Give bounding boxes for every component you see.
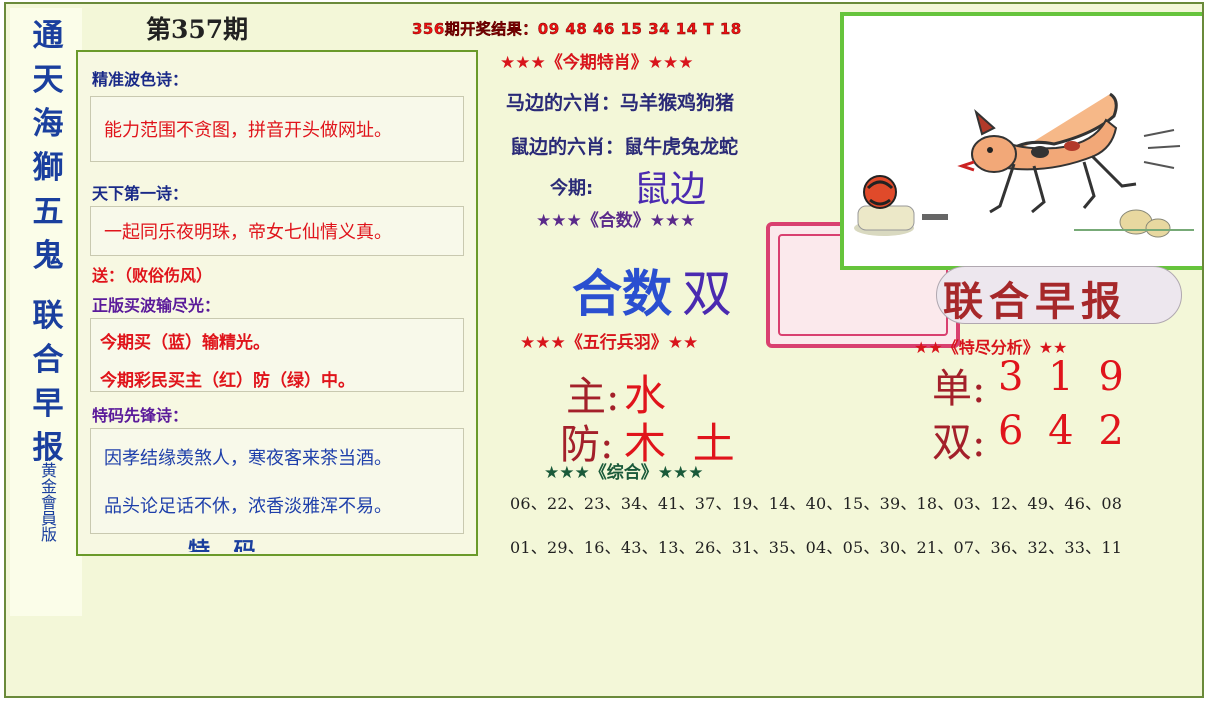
heading-first-poem: 天下第一诗： xyxy=(92,184,189,203)
main-element: 水 xyxy=(624,371,667,420)
vertical-subtitle: 黄金會員版 xyxy=(38,462,57,542)
heading-wave-poem: 精准波色诗： xyxy=(92,70,189,89)
poem-box xyxy=(90,318,464,392)
poem-box xyxy=(90,428,464,534)
odd-label: 单: xyxy=(932,366,986,412)
lianhe-logo-banner: 联合早报 xyxy=(936,266,1182,325)
sum-label: 合数 xyxy=(572,264,672,323)
buy-line-1: 今期买（蓝）输精光。 xyxy=(100,333,270,353)
lianhe-logo-text: 联合早报 xyxy=(943,279,1127,325)
cut-off-caption: 特 码 xyxy=(188,539,264,552)
vertical-title-char: 通 xyxy=(32,18,64,54)
wave-poem-text: 能力范围不贪图，拼音开头做网址。 xyxy=(104,120,392,141)
running-dog-icon xyxy=(854,92,1194,238)
poem-box xyxy=(90,96,464,162)
buy-line-2: 今期彩民买主（红）防（绿）中。 xyxy=(100,371,355,391)
previous-result: 356期开奖结果：09 48 46 15 34 14 T 18 xyxy=(412,20,742,38)
send-phrase: 送：（败俗伤风） xyxy=(92,266,213,285)
left-poem-panel: 精准波色诗： 能力范围不贪图，拼音开头做网址。 天下第一诗： 一起同乐夜明珠，帝… xyxy=(76,50,478,556)
issue-number: 第357期 xyxy=(146,15,249,44)
guard-label: 防: xyxy=(560,422,614,468)
this-period-value: 鼠边 xyxy=(634,169,707,210)
vertical-title-char: 早 xyxy=(32,386,64,422)
first-poem-text: 一起同乐夜明珠，帝女七仙情义真。 xyxy=(104,222,392,243)
heading-special-code-poem: 特码先锋诗： xyxy=(92,406,189,425)
combined-heading: ★★★《综合》★★★ xyxy=(544,463,704,483)
heading-buy-wave: 正版买波输尽光： xyxy=(92,296,221,315)
special-zodiac-heading: ★★★《今期特肖》★★★ xyxy=(500,53,694,73)
vertical-title-char: 报 xyxy=(32,430,64,466)
number-list-row-1: 06、22、23、34、41、37、19、14、40、15、39、18、03、1… xyxy=(510,494,1123,513)
vertical-title-char: 海 xyxy=(32,106,64,142)
vertical-title-char: 獅 xyxy=(32,150,64,186)
odd-values: 3 1 9 xyxy=(998,354,1130,400)
dog-illustration xyxy=(840,12,1202,270)
vertical-title-char: 合 xyxy=(32,342,64,378)
vertical-title-strip: 通 天 海 獅 五 鬼 联 合 早 报 黄金會員版 xyxy=(10,8,82,616)
main-label: 主: xyxy=(566,374,620,420)
special-poem-line-1: 因孝结缘羡煞人，寒夜客来茶当酒。 xyxy=(104,448,392,469)
sum-heading: ★★★《合数》★★★ xyxy=(536,211,696,231)
vertical-title-char: 天 xyxy=(32,62,64,98)
sum-value: 双 xyxy=(682,265,732,323)
this-period-label: 今期: xyxy=(550,178,594,199)
vertical-title-char: 联 xyxy=(32,298,64,334)
special-poem-line-2: 品头论足话不休，浓香淡雅浑不易。 xyxy=(104,496,392,517)
vertical-title-char: 鬼 xyxy=(32,238,64,274)
horse-side-six: 马边的六肖：马羊猴鸡狗猪 xyxy=(506,92,735,114)
poem-box xyxy=(90,206,464,256)
number-list-row-2: 01、29、16、43、13、26、31、35、04、05、30、21、07、3… xyxy=(510,538,1123,557)
guard-elements: 木 土 xyxy=(624,419,735,468)
lottery-paper: 通 天 海 獅 五 鬼 联 合 早 报 黄金會員版 第357期 356期开奖结果… xyxy=(4,2,1204,698)
five-elements-heading: ★★★《五行兵羽》★★ xyxy=(520,333,699,353)
rat-side-six: 鼠边的六肖：鼠牛虎兔龙蛇 xyxy=(510,136,739,158)
even-label: 双: xyxy=(932,420,986,466)
even-values: 6 4 2 xyxy=(998,408,1130,454)
analysis-heading: ★★《特尽分析》★★ xyxy=(914,338,1068,357)
vertical-title-char: 五 xyxy=(32,194,64,230)
